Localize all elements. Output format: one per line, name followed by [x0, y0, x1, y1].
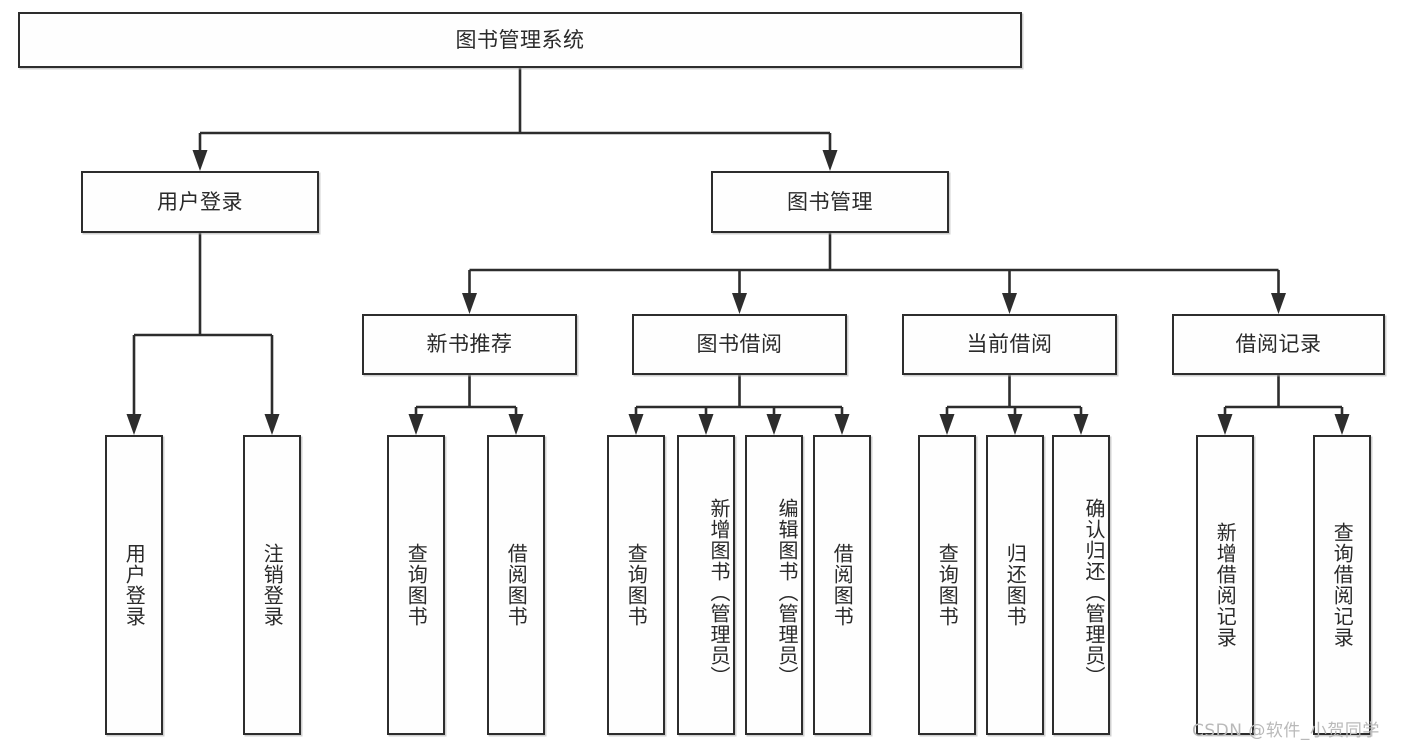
node-book-borrow[interactable]: 图书借阅	[632, 314, 847, 375]
node-book-borrow-label: 图书借阅	[696, 332, 783, 357]
node-new-book-rec[interactable]: 新书推荐	[362, 314, 577, 375]
node-leaf-borrow-book-1-label: 借阅图书	[504, 543, 529, 627]
node-leaf-return-book[interactable]: 归还图书	[986, 435, 1044, 735]
node-root[interactable]: 图书管理系统	[18, 12, 1022, 68]
arrowhead-icon-new-book-rec	[462, 293, 477, 314]
node-leaf-query-book-3[interactable]: 查询图书	[918, 435, 976, 735]
arrowhead-icon-leaf-add-record	[1217, 414, 1233, 435]
node-leaf-query-book-1-label: 查询图书	[404, 543, 429, 627]
node-leaf-borrow-book-2-label: 借阅图书	[830, 543, 855, 627]
node-current-borrow[interactable]: 当前借阅	[902, 314, 1117, 375]
arrowhead-icon-leaf-user-login	[126, 414, 142, 435]
arrowhead-icon-leaf-borrow-book-2	[834, 414, 850, 435]
node-leaf-query-book-3-label: 查询图书	[935, 543, 960, 627]
arrowhead-icon-leaf-query-book-3	[939, 414, 955, 435]
node-leaf-user-login-label: 用户登录	[122, 543, 147, 627]
node-leaf-add-record-label: 新增借阅记录	[1213, 522, 1238, 648]
node-leaf-query-record-label: 查询借阅记录	[1330, 522, 1355, 648]
node-user-login-label: 用户登录	[157, 189, 243, 214]
node-leaf-edit-book[interactable]: 编辑图书（管理员）	[745, 435, 803, 735]
node-leaf-query-book-1[interactable]: 查询图书	[387, 435, 445, 735]
node-book-manage[interactable]: 图书管理	[711, 171, 949, 233]
node-borrow-record-label: 借阅记录	[1235, 332, 1322, 357]
node-current-borrow-label: 当前借阅	[966, 332, 1053, 357]
arrowhead-icon-leaf-edit-book	[766, 414, 782, 435]
arrowhead-icon-user-login	[192, 150, 208, 171]
node-leaf-user-login[interactable]: 用户登录	[105, 435, 163, 735]
node-leaf-edit-book-label: 编辑图书（管理员）	[775, 497, 799, 687]
node-leaf-query-book-2[interactable]: 查询图书	[607, 435, 665, 735]
node-user-login[interactable]: 用户登录	[81, 171, 319, 233]
arrowhead-icon-leaf-return-book	[1007, 414, 1023, 435]
node-leaf-query-record[interactable]: 查询借阅记录	[1313, 435, 1371, 735]
node-leaf-query-book-2-label: 查询图书	[624, 543, 649, 627]
arrowhead-icon-leaf-query-record	[1334, 414, 1350, 435]
arrowhead-icon-current-borrow	[1002, 293, 1017, 314]
node-borrow-record[interactable]: 借阅记录	[1172, 314, 1385, 375]
node-leaf-confirm-return-label: 确认归还（管理员）	[1082, 497, 1106, 687]
arrowhead-icon-book-manage	[822, 150, 838, 171]
node-leaf-add-record[interactable]: 新增借阅记录	[1196, 435, 1254, 735]
node-leaf-return-book-label: 归还图书	[1003, 543, 1028, 627]
node-leaf-add-book[interactable]: 新增图书（管理员）	[677, 435, 735, 735]
node-leaf-borrow-book-1[interactable]: 借阅图书	[487, 435, 545, 735]
arrowhead-icon-leaf-borrow-book-1	[508, 414, 524, 435]
csdn-watermark: CSDN @软件_小贺同学	[1192, 721, 1380, 741]
node-leaf-logout-label: 注销登录	[260, 543, 285, 627]
node-leaf-confirm-return[interactable]: 确认归还（管理员）	[1052, 435, 1110, 735]
arrowhead-icon-leaf-confirm-return	[1073, 414, 1089, 435]
arrowhead-icon-leaf-query-book-1	[408, 414, 424, 435]
arrowhead-icon-book-borrow	[732, 293, 747, 314]
node-leaf-add-book-label: 新增图书（管理员）	[707, 497, 731, 687]
arrowhead-icon-borrow-record	[1271, 293, 1286, 314]
arrowhead-icon-leaf-add-book	[698, 414, 714, 435]
node-root-label: 图书管理系统	[455, 27, 585, 52]
arrowhead-icon-leaf-logout	[264, 414, 280, 435]
node-leaf-borrow-book-2[interactable]: 借阅图书	[813, 435, 871, 735]
node-book-manage-label: 图书管理	[787, 189, 873, 214]
node-new-book-rec-label: 新书推荐	[426, 332, 513, 357]
arrowhead-icon-leaf-query-book-2	[628, 414, 644, 435]
node-leaf-logout[interactable]: 注销登录	[243, 435, 301, 735]
